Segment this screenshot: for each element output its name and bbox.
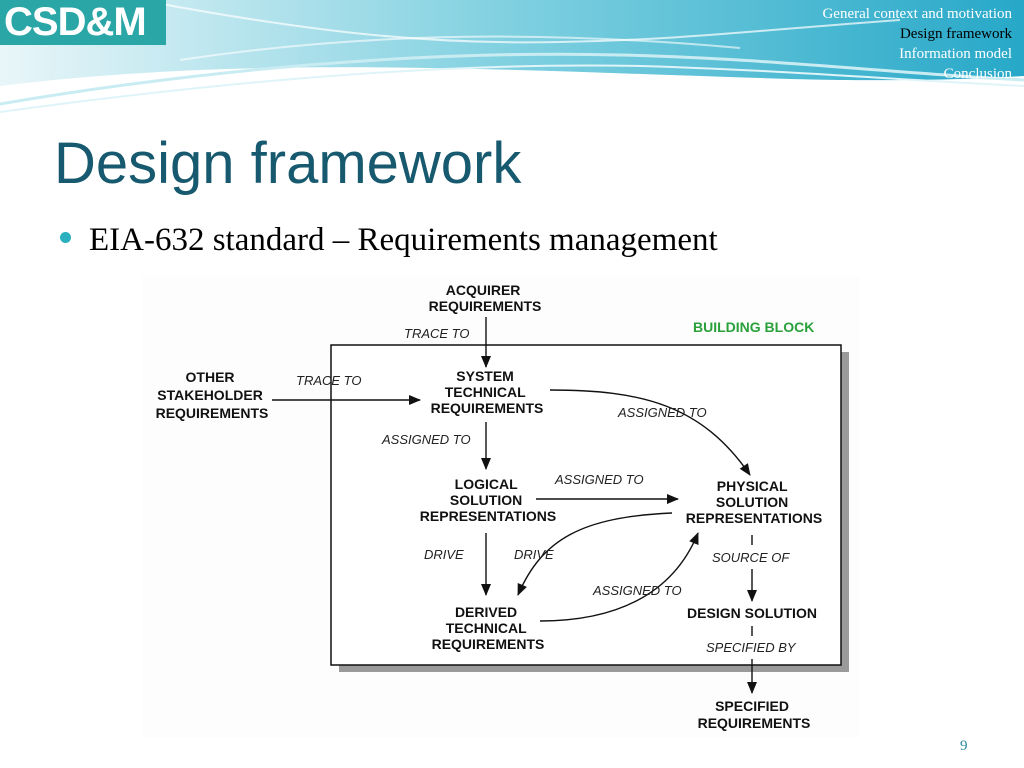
header-wave-graphic <box>0 0 1024 120</box>
edge-label-trace-to-left: TRACE TO <box>296 373 362 388</box>
edge-derived-to-physical <box>539 532 699 622</box>
page-number: 9 <box>960 738 968 754</box>
edge-label-trace-to-top: TRACE TO <box>404 326 470 341</box>
header-banner: CSD&M General context and motivation Des… <box>0 0 1024 120</box>
bullet-dot-icon <box>60 232 71 243</box>
section-navigation: General context and motivation Design fr… <box>822 4 1012 84</box>
building-block-label: BUILDING BLOCK <box>693 319 814 335</box>
node-acquirer-requirements: ACQUIRER REQUIREMENTS <box>429 282 542 314</box>
nav-item-conclusion[interactable]: Conclusion <box>943 66 1012 82</box>
nav-item-general-context[interactable]: General context and motivation <box>822 6 1012 22</box>
bullet-text: EIA-632 standard – Requirements manageme… <box>89 222 718 258</box>
edge-label-assigned-to-system-physical: ASSIGNED TO <box>617 405 707 420</box>
node-logical-solution-representations: LOGICAL SOLUTION REPRESENTATIONS <box>420 476 556 524</box>
edge-label-assigned-to-derived-physical: ASSIGNED TO <box>592 583 682 598</box>
edge-system-to-physical <box>549 389 751 476</box>
edge-label-specified-by: SPECIFIED BY <box>706 640 797 655</box>
edge-label-source-of: SOURCE OF <box>712 550 790 565</box>
node-derived-technical-requirements: DERIVED TECHNICAL REQUIREMENTS <box>432 604 545 652</box>
edge-label-drive-right: DRIVE <box>514 547 554 562</box>
nav-item-information-model[interactable]: Information model <box>899 46 1012 62</box>
node-physical-solution-representations: PHYSICAL SOLUTION REPRESENTATIONS <box>686 478 822 526</box>
edge-label-assigned-to-system-logical: ASSIGNED TO <box>381 432 471 447</box>
node-specified-requirements: SPECIFIED REQUIREMENTS <box>698 698 811 731</box>
nav-item-design-framework[interactable]: Design framework <box>899 26 1012 42</box>
requirements-diagram: BUILDING BLOCK ACQUIRER REQUIREMENTS OTH… <box>142 277 859 738</box>
csdm-logo: CSD&M <box>0 0 166 45</box>
bullet-item: EIA-632 standard – Requirements manageme… <box>60 222 718 259</box>
edge-label-assigned-to-logical-physical: ASSIGNED TO <box>554 472 644 487</box>
node-other-stakeholder-requirements: OTHER STAKEHOLDER REQUIREMENTS <box>156 369 269 421</box>
node-system-technical-requirements: SYSTEM TECHNICAL REQUIREMENTS <box>431 368 544 416</box>
edge-physical-to-derived <box>517 512 673 596</box>
slide-title: Design framework <box>54 131 522 196</box>
edge-label-drive-left: DRIVE <box>424 547 464 562</box>
requirements-diagram-svg: BUILDING BLOCK ACQUIRER REQUIREMENTS OTH… <box>156 282 849 731</box>
node-design-solution: DESIGN SOLUTION <box>687 605 817 621</box>
